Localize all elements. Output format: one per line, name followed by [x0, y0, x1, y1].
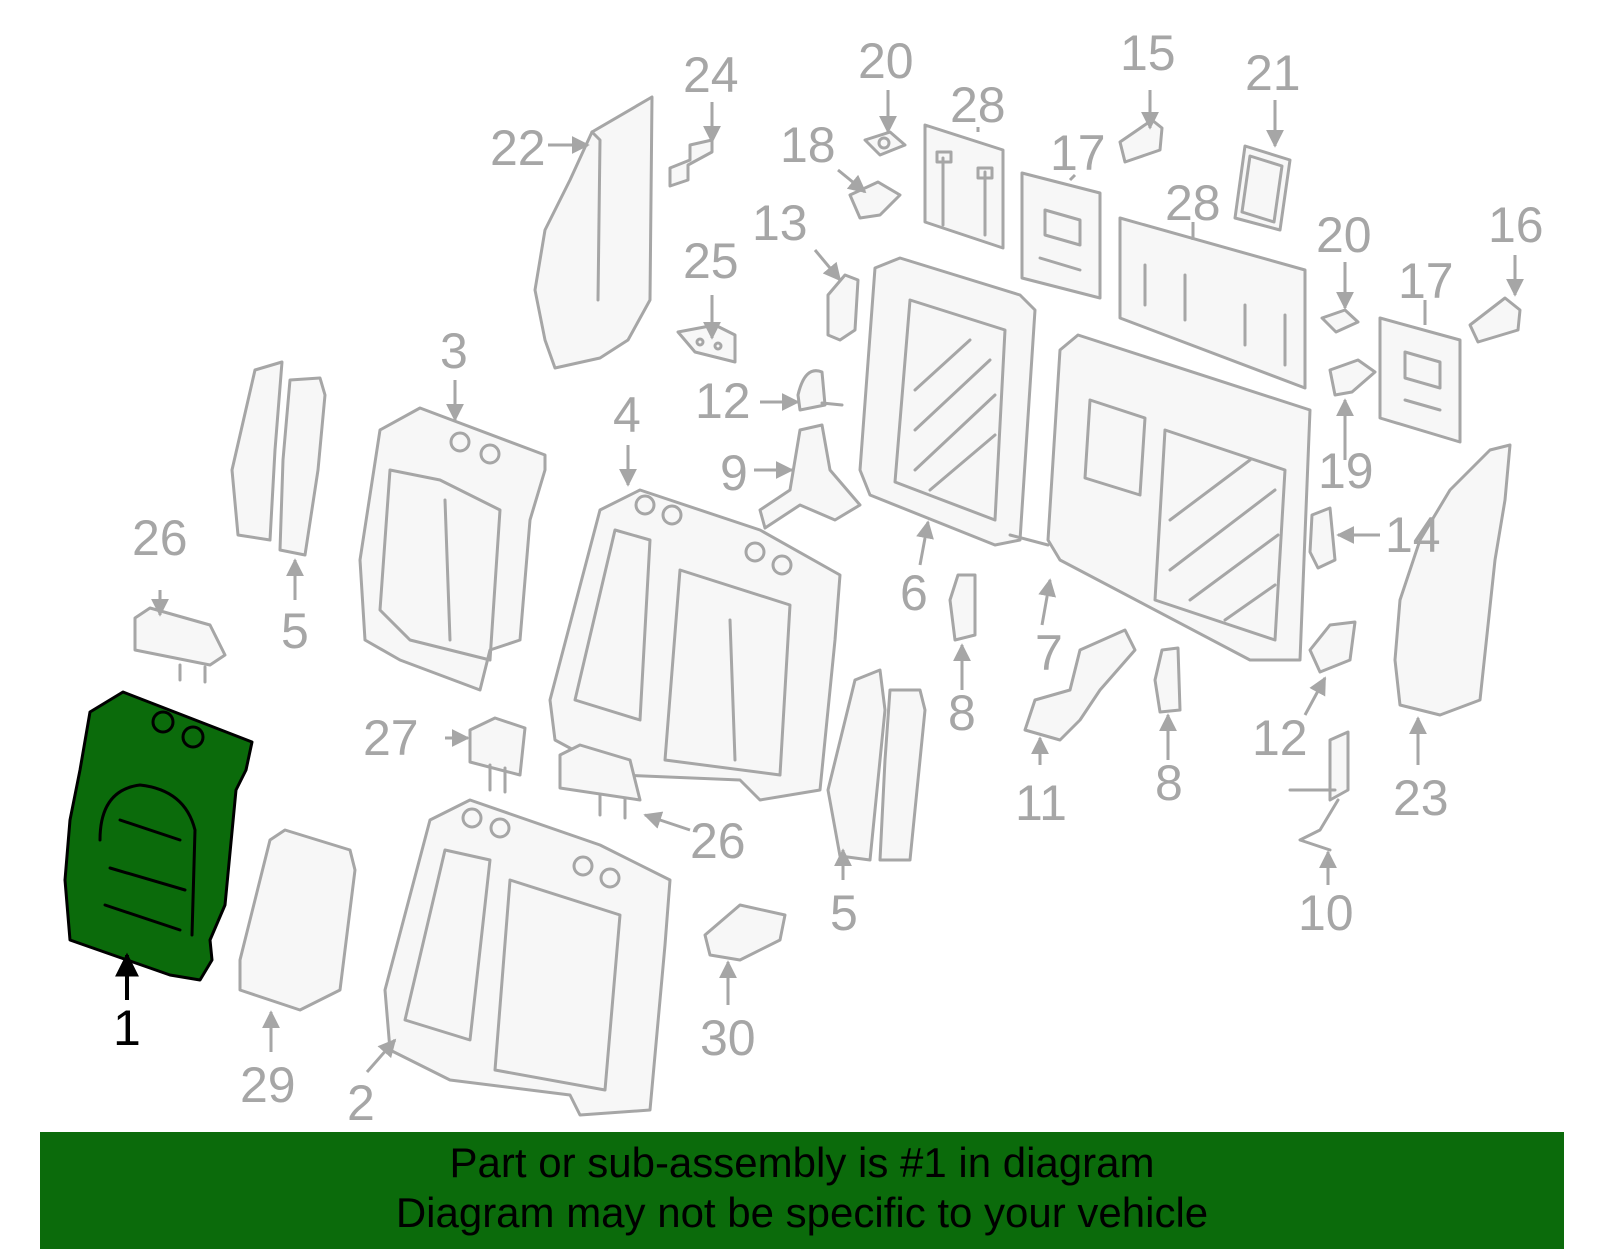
callout-20-right: 20 [1316, 207, 1372, 263]
part-28-bolt-kit-right [1118, 216, 1307, 390]
callout-22: 22 [490, 120, 546, 176]
callout-23: 23 [1393, 770, 1449, 826]
part-16-latch [1468, 296, 1522, 344]
callout-16: 16 [1488, 197, 1544, 253]
part-17-latch-kit-right [1378, 316, 1462, 444]
info-banner: Part or sub-assembly is #1 in diagram Di… [40, 1132, 1564, 1249]
part-15-latch [1118, 118, 1164, 164]
part-12-pivot-lower [1308, 620, 1357, 674]
callout-14: 14 [1385, 507, 1441, 563]
part-13-hinge [826, 273, 860, 342]
part-26-headrest-center [558, 743, 642, 820]
part-22-side-panel [533, 95, 654, 370]
leader-lines [115, 90, 1524, 1073]
callout-11: 11 [1015, 775, 1067, 831]
part-5-trim-upper [230, 360, 327, 557]
callout-21: 21 [1245, 45, 1301, 101]
part-17-latch-kit-left [1020, 171, 1102, 300]
callout-3: 3 [440, 323, 468, 379]
callout-28-right: 28 [1165, 175, 1221, 231]
callout-27: 27 [363, 710, 419, 766]
part-12-pivot-upper [796, 369, 844, 412]
part-3-seat-back-frame [358, 406, 547, 692]
callout-17-left: 17 [1050, 125, 1106, 181]
callout-25: 25 [683, 233, 739, 289]
callout-10: 10 [1298, 885, 1354, 941]
part-8-bracket-lower [1153, 646, 1182, 714]
part-20-clip-top [863, 130, 907, 157]
callout-7: 7 [1035, 625, 1063, 681]
part-20-clip-right [1320, 308, 1360, 334]
callout-26-center: 26 [690, 813, 746, 869]
part-9-bracket [758, 423, 862, 530]
callout-26-left: 26 [132, 510, 188, 566]
banner-line-2: Diagram may not be specific to your vehi… [395, 1189, 1209, 1236]
callout-17-right: 17 [1398, 253, 1454, 309]
callout-labels: 22 24 20 18 28 15 17 21 28 20 16 17 19 1… [113, 25, 1544, 1131]
callout-18: 18 [780, 117, 836, 173]
part-4-seat-back-frame [548, 488, 842, 802]
callout-8-upper: 8 [948, 685, 976, 741]
part-28-bolt-kit-left [923, 123, 1005, 250]
callout-12-upper: 12 [695, 373, 751, 429]
callout-5-upper: 5 [281, 603, 309, 659]
callout-20-top: 20 [858, 33, 914, 89]
part-6-seat-frame-left [858, 256, 1037, 547]
part-5-trim-lower [826, 668, 927, 862]
part-25-plate [676, 323, 737, 364]
callout-13: 13 [752, 195, 808, 251]
callout-28-left: 28 [950, 77, 1006, 133]
part-8-bracket-upper [948, 573, 977, 642]
part-10-latch-cable [1288, 730, 1350, 852]
part-23-side-trim [1393, 443, 1512, 717]
callout-15: 15 [1120, 25, 1176, 81]
callout-30: 30 [700, 1010, 756, 1066]
callout-24: 24 [683, 47, 739, 103]
part-19-clip [1328, 358, 1377, 397]
part-2-seat-back [383, 798, 672, 1117]
callout-5-lower: 5 [830, 885, 858, 941]
callout-9: 9 [720, 445, 748, 501]
callout-2: 2 [347, 1075, 375, 1131]
part-30-clip [703, 903, 787, 962]
part-7-seat-frame-right [1008, 333, 1312, 662]
part-11-hinge [1023, 628, 1137, 742]
banner-line-1: Part or sub-assembly is #1 in diagram [449, 1139, 1155, 1186]
callout-19: 19 [1318, 443, 1374, 499]
part-1-seat-back-highlighted [63, 690, 254, 982]
callout-8-lower: 8 [1155, 755, 1183, 811]
part-24-bracket [668, 138, 714, 188]
callout-12-lower: 12 [1252, 710, 1308, 766]
part-14-bracket [1308, 506, 1337, 570]
callout-4: 4 [613, 387, 641, 443]
part-27-headrest [468, 716, 527, 794]
part-26-headrest-left [133, 606, 227, 684]
callout-6: 6 [900, 565, 928, 621]
part-21-trim-ring [1233, 144, 1292, 232]
callout-1: 1 [113, 1000, 141, 1056]
part-29-armrest [238, 828, 357, 1012]
callout-29: 29 [240, 1057, 296, 1113]
